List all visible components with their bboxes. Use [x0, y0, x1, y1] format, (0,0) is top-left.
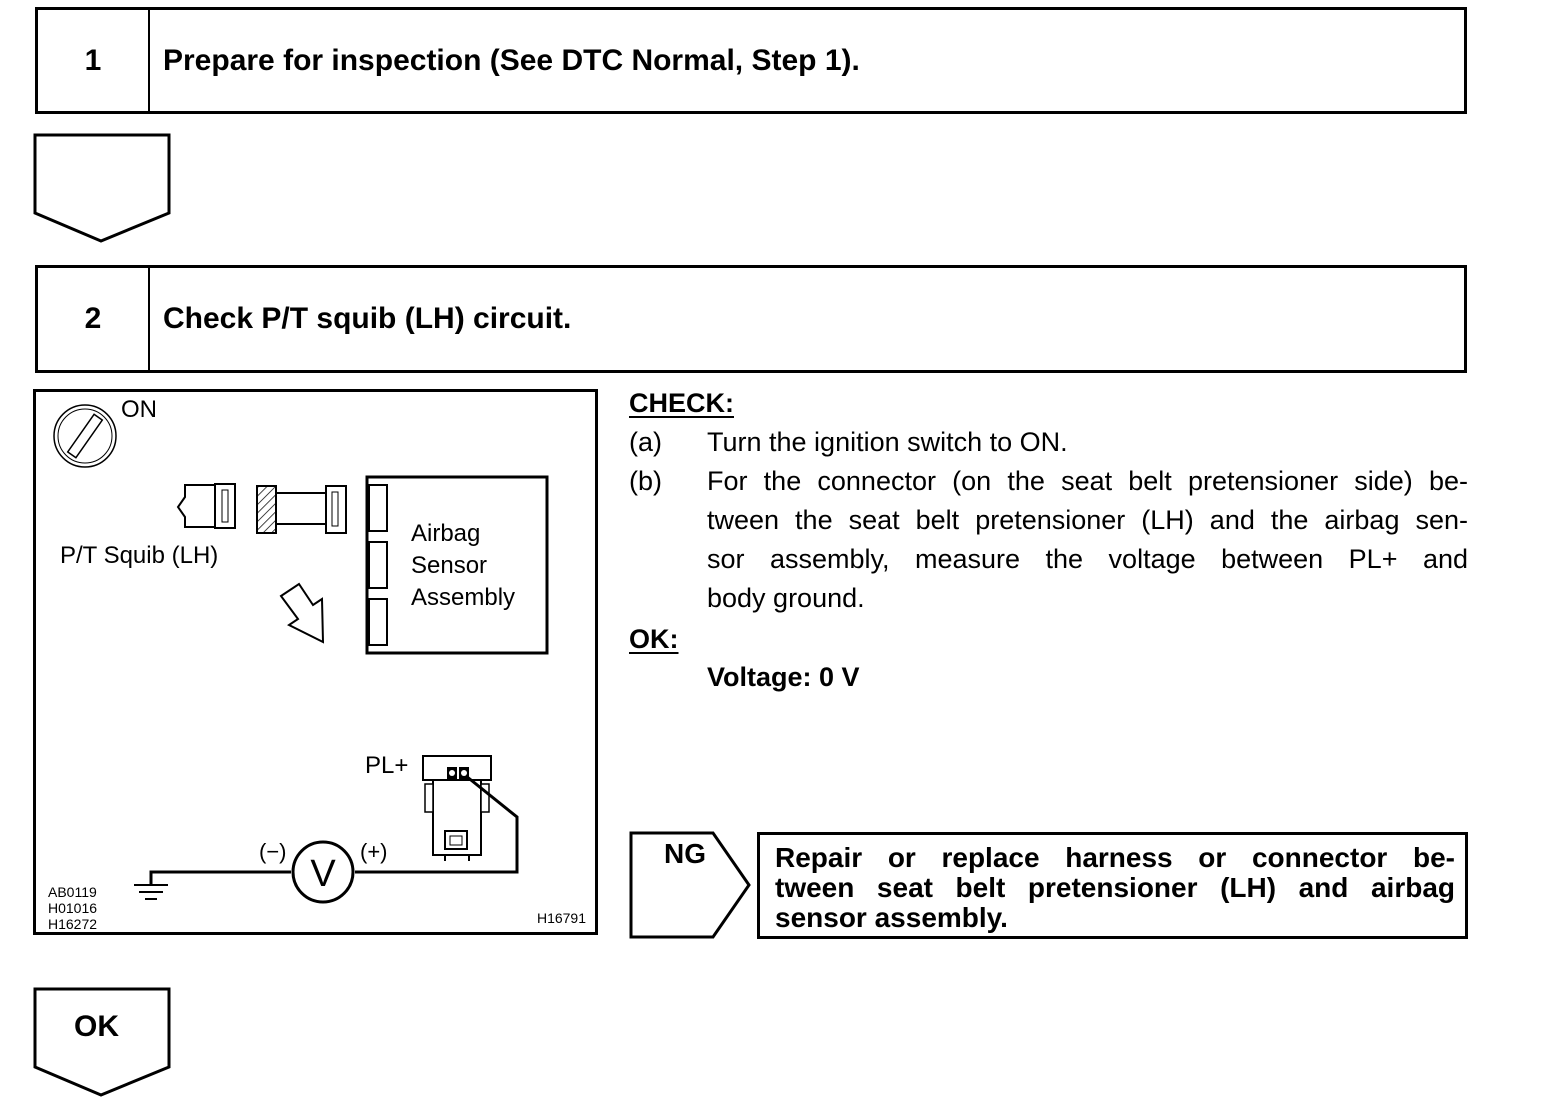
check-item-b-line: sor assembly, measure the voltage betwee…	[707, 544, 1468, 574]
ng-label: NG	[664, 838, 706, 869]
pl-connector-icon	[422, 755, 492, 861]
sensor-label-line-3: Assembly	[411, 584, 515, 611]
check-item-b-line: body ground.	[707, 583, 865, 613]
ignition-key-icon	[53, 404, 117, 468]
ref-code: AB0119	[48, 884, 97, 900]
voltmeter-icon	[291, 840, 355, 904]
step-title: Prepare for inspection (See DTC Normal, …	[163, 43, 860, 77]
figure-id: H16791	[537, 910, 586, 926]
sensor-label-line-1: Airbag	[411, 520, 480, 547]
check-marker-a: (a)	[629, 427, 662, 457]
ng-action-box: Repair or replace harness or connector b…	[757, 832, 1468, 939]
ok-heading: OK:	[629, 624, 679, 654]
check-item-b-line: tween the seat belt pretensioner (LH) an…	[707, 505, 1468, 535]
step-number: 1	[38, 10, 150, 111]
ok-flow-label: OK	[74, 1010, 119, 1043]
voltmeter-symbol: V	[310, 853, 336, 895]
ground-icon	[134, 884, 168, 900]
ng-arrow	[629, 831, 751, 939]
check-item-b-line: For the connector (on the seat belt pret…	[707, 466, 1468, 496]
step-number: 2	[38, 268, 150, 370]
check-heading: CHECK:	[629, 388, 734, 418]
squib-connector-icon	[176, 483, 236, 529]
airbag-sensor-assembly	[365, 475, 549, 655]
ref-code: H16272	[48, 916, 97, 932]
step-title: Check P/T squib (LH) circuit.	[163, 302, 572, 335]
plus-label: (+)	[360, 839, 388, 864]
step-1-box: 1 Prepare for inspection (See DTC Normal…	[35, 7, 1467, 114]
ok-arrow	[33, 987, 171, 1097]
probe-wire	[355, 774, 519, 874]
ng-action-line: sensor assembly.	[775, 902, 1008, 933]
squib-label: P/T Squib (LH)	[60, 542, 218, 569]
terminal-label: PL+	[365, 752, 408, 779]
check-marker-b: (b)	[629, 466, 662, 496]
flow-arrow	[33, 133, 171, 243]
sensor-connector-icon	[256, 485, 347, 534]
minus-label: (−)	[259, 839, 287, 864]
ref-code: H01016	[48, 900, 97, 916]
step-2-box: 2 Check P/T squib (LH) circuit.	[35, 265, 1467, 373]
sensor-label-line-2: Sensor	[411, 552, 487, 579]
check-item-a-line: Turn the ignition switch to ON.	[707, 427, 1068, 457]
circuit-diagram: ON P/T Squib (LH) Airbag Sensor Assembly…	[33, 389, 598, 935]
ground-wire	[149, 870, 291, 884]
ng-action-line: tween seat belt pretensioner (LH) and ai…	[775, 872, 1455, 903]
ng-action-line: Repair or replace harness or connector b…	[775, 842, 1455, 873]
ignition-on-label: ON	[121, 396, 157, 423]
ok-value: Voltage: 0 V	[707, 662, 860, 692]
direction-arrow-icon	[279, 582, 325, 644]
